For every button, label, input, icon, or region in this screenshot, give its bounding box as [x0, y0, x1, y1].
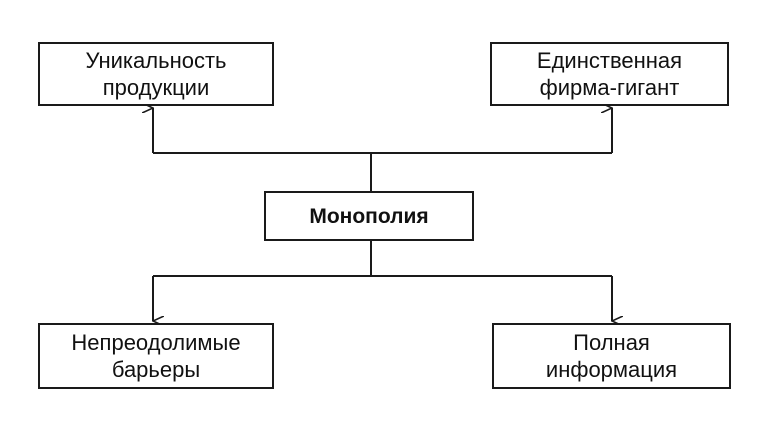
node-text-line: продукции [102, 75, 210, 100]
node-text-line: Непреодолимые [71, 330, 241, 355]
node-text-line: барьеры [111, 357, 201, 382]
node-unique-product: Уникальность продукции [38, 42, 274, 106]
node-full-information: Полная информация [492, 323, 731, 389]
node-insurmountable-barriers: Непреодолимые барьеры [38, 323, 274, 389]
node-text-line: фирма-гигант [539, 75, 680, 100]
node-text-line: информация [545, 357, 678, 382]
node-single-giant-firm: Единственная фирма-гигант [490, 42, 729, 106]
node-monopoly: Монополия [264, 191, 474, 241]
node-title: Монополия [309, 204, 429, 228]
node-text-line: Полная [573, 330, 650, 355]
node-text-line: Уникальность [85, 48, 227, 73]
node-text-line: Единственная [536, 48, 683, 73]
